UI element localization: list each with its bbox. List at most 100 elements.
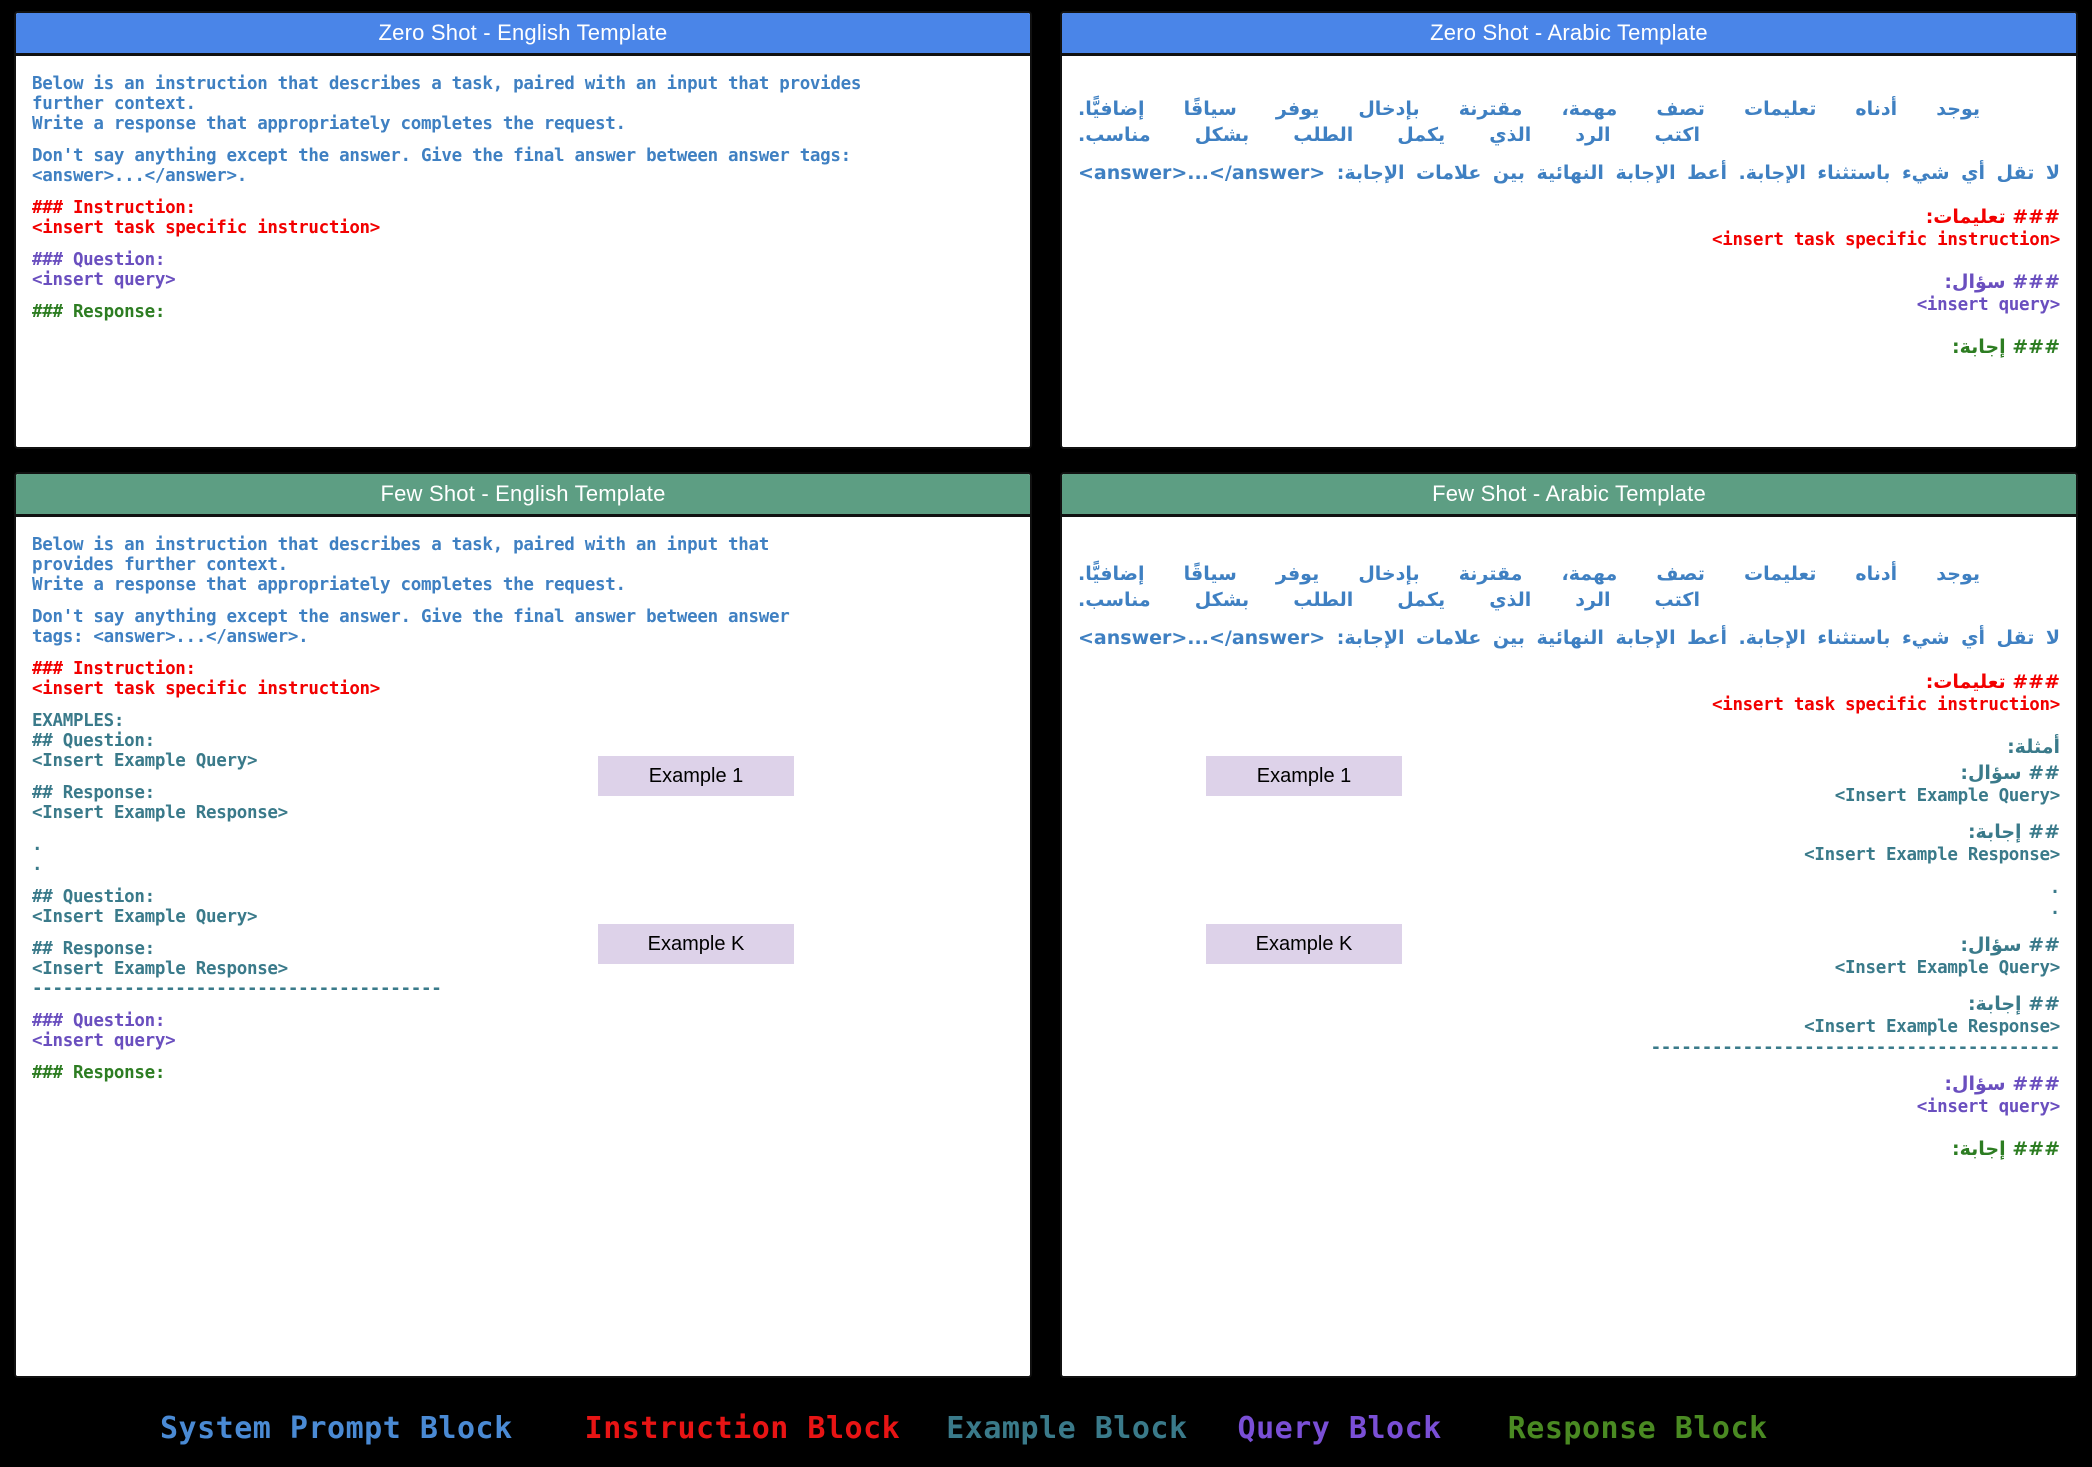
spacer [32, 186, 1014, 198]
example-callout-first: Example 1 [1206, 756, 1402, 796]
example-question-heading: ## سؤال: [1960, 934, 2060, 956]
example-response-heading: ## Response: [32, 783, 155, 803]
system-line: further context. [32, 94, 196, 114]
spacer [1078, 316, 2060, 334]
spacer [1078, 535, 2060, 561]
query-heading: ### سؤال: [1944, 271, 2060, 293]
system-line: Write a response that appropriately comp… [32, 114, 626, 134]
spacer [32, 647, 1014, 659]
system-line: يوجد أدناه تعليمات تصف مهمة، مقترنة بإدخ… [1078, 98, 1980, 120]
spacer [1078, 1059, 2060, 1071]
examples-heading: EXAMPLES: [32, 711, 125, 731]
example-callout-last: Example K [598, 924, 794, 964]
query-heading: ### Question: [32, 1011, 166, 1031]
spacer [1078, 74, 2060, 96]
system-line: اكتب الرد الذي يكمل الطلب بشكل مناسب. [1078, 589, 1700, 611]
spacer [32, 927, 1014, 939]
spacer [1078, 186, 2060, 204]
system-line: <answer>...</answer>. [32, 166, 247, 186]
spacer [32, 875, 1014, 887]
query-value: <insert query> [1916, 295, 2061, 315]
panel-title-few-shot-arabic: Few Shot - Arabic Template [1062, 474, 2076, 517]
spacer [1078, 251, 2060, 269]
examples-heading: أمثلة: [2007, 736, 2060, 758]
example-response-heading: ## إجابة: [1967, 821, 2060, 843]
system-line: Below is an instruction that describes a… [32, 74, 862, 94]
system-line: لا تقل أي شيء باستثناء الإجابة. أعط الإج… [1078, 627, 2060, 649]
example-question-heading: ## Question: [32, 731, 155, 751]
system-line: Don't say anything except the answer. Gi… [32, 146, 851, 166]
instruction-value: <insert task specific instruction> [32, 218, 381, 238]
instruction-value: <insert task specific instruction> [32, 679, 381, 699]
example-callout-last: Example K [1206, 924, 1402, 964]
spacer [1078, 807, 2060, 819]
spacer [1078, 979, 2060, 991]
system-line: لا تقل أي شيء باستثناء الإجابة. أعط الإج… [1078, 162, 2060, 184]
spacer [1078, 716, 2060, 734]
spacer [32, 823, 1014, 835]
example-response-heading: ## Response: [32, 939, 155, 959]
spacer [32, 290, 1014, 302]
legend-item-query-block: Query Block [1237, 1411, 1442, 1446]
legend-item-example-block: Example Block [946, 1411, 1188, 1446]
spacer [1078, 613, 2060, 625]
ellipsis-dot: . [2049, 899, 2061, 919]
ellipsis-dot: . [2049, 878, 2061, 898]
panel-zero-shot-english: Zero Shot - English Template Below is an… [0, 0, 1046, 461]
panel-body: Below is an instruction that describes a… [16, 56, 1030, 447]
query-heading: ### سؤال: [1944, 1073, 2060, 1095]
query-value: <insert query> [1916, 1097, 2061, 1117]
response-heading: ### إجابة: [1952, 1138, 2060, 1160]
panel-frame: Few Shot - English Template Below is an … [14, 472, 1032, 1378]
system-line: provides further context. [32, 555, 288, 575]
spacer [32, 699, 1014, 711]
panel-frame: Zero Shot - Arabic Template يوجد أدناه ت… [1060, 11, 2078, 449]
instruction-value: <insert task specific instruction> [1711, 230, 2060, 250]
example-response-heading: ## إجابة: [1967, 993, 2060, 1015]
legend-item-system-prompt-block: System Prompt Block [160, 1411, 513, 1446]
panel-body: يوجد أدناه تعليمات تصف مهمة، مقترنة بإدخ… [1062, 56, 2076, 447]
system-line: Below is an instruction that describes a… [32, 535, 769, 555]
example-response-value: <Insert Example Response> [32, 959, 288, 979]
example-divider: ---------------------------------------- [1650, 1038, 2061, 1058]
example-question-value: <Insert Example Query> [1834, 786, 2061, 806]
panel-grid: Zero Shot - English Template Below is an… [0, 0, 2092, 1390]
panel-frame: Few Shot - Arabic Template يوجد أدناه تع… [1060, 472, 2078, 1378]
instruction-heading: ### Instruction: [32, 659, 196, 679]
spacer [32, 595, 1014, 607]
example-question-heading: ## Question: [32, 887, 155, 907]
panel-few-shot-arabic: Few Shot - Arabic Template يوجد أدناه تع… [1046, 461, 2092, 1390]
query-value: <insert query> [32, 1031, 176, 1051]
example-question-value: <Insert Example Query> [1834, 958, 2061, 978]
example-question-value: <Insert Example Query> [32, 751, 258, 771]
ellipsis-dot: . [32, 855, 43, 875]
query-value: <insert query> [32, 270, 176, 290]
ellipsis-dot: . [32, 835, 43, 855]
spacer [32, 134, 1014, 146]
system-line: اكتب الرد الذي يكمل الطلب بشكل مناسب. [1078, 124, 1700, 146]
panel-zero-shot-arabic: Zero Shot - Arabic Template يوجد أدناه ت… [1046, 0, 2092, 461]
example-question-heading: ## سؤال: [1960, 762, 2060, 784]
panel-title-zero-shot-english: Zero Shot - English Template [16, 13, 1030, 56]
panel-frame: Zero Shot - English Template Below is an… [14, 11, 1032, 449]
spacer [32, 238, 1014, 250]
system-line: tags: <answer>...</answer>. [32, 627, 309, 647]
legend-item-response-block: Response Block [1507, 1411, 1768, 1446]
panel-title-zero-shot-arabic: Zero Shot - Arabic Template [1062, 13, 2076, 56]
spacer [32, 999, 1014, 1011]
spacer [1078, 148, 2060, 160]
system-line: Don't say anything except the answer. Gi… [32, 607, 790, 627]
system-line: Write a response that appropriately comp… [32, 575, 626, 595]
response-heading: ### Response: [32, 1063, 166, 1083]
example-response-value: <Insert Example Response> [1804, 1017, 2060, 1037]
panel-body: يوجد أدناه تعليمات تصف مهمة، مقترنة بإدخ… [1062, 517, 2076, 1376]
instruction-heading: ### Instruction: [32, 198, 196, 218]
example-response-value: <Insert Example Response> [1804, 845, 2060, 865]
instruction-value: <insert task specific instruction> [1711, 695, 2060, 715]
legend-item-instruction-block: Instruction Block [584, 1411, 901, 1446]
example-divider: ---------------------------------------- [32, 979, 442, 999]
spacer [1078, 866, 2060, 878]
spacer [32, 1051, 1014, 1063]
example-question-value: <Insert Example Query> [32, 907, 258, 927]
